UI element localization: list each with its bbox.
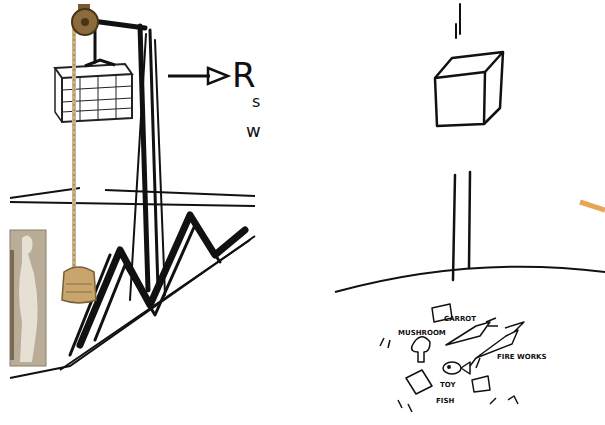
sack [62, 267, 96, 303]
statue-photo [10, 230, 46, 366]
orange-stroke [580, 202, 605, 210]
item-label: CARROT [444, 316, 476, 323]
pointer-arrow [168, 68, 228, 84]
ground-arc [335, 267, 605, 292]
platform-plane [10, 188, 255, 378]
handwritten-note: R [232, 58, 256, 92]
pulley-wheel [72, 4, 98, 35]
cube [435, 52, 503, 126]
item-label: MUSHROOM [398, 330, 446, 337]
item-label: TOY [440, 382, 456, 389]
crane-post [85, 20, 165, 300]
cage [55, 60, 132, 122]
rope-twist [74, 24, 75, 268]
tower-top [456, 4, 460, 38]
rope [72, 24, 76, 268]
item-label: FISH [436, 398, 454, 405]
item-label: FIRE WORKS [497, 354, 547, 361]
handwritten-note: s [252, 94, 260, 110]
pole [453, 172, 470, 280]
handwritten-note: w [246, 122, 261, 140]
